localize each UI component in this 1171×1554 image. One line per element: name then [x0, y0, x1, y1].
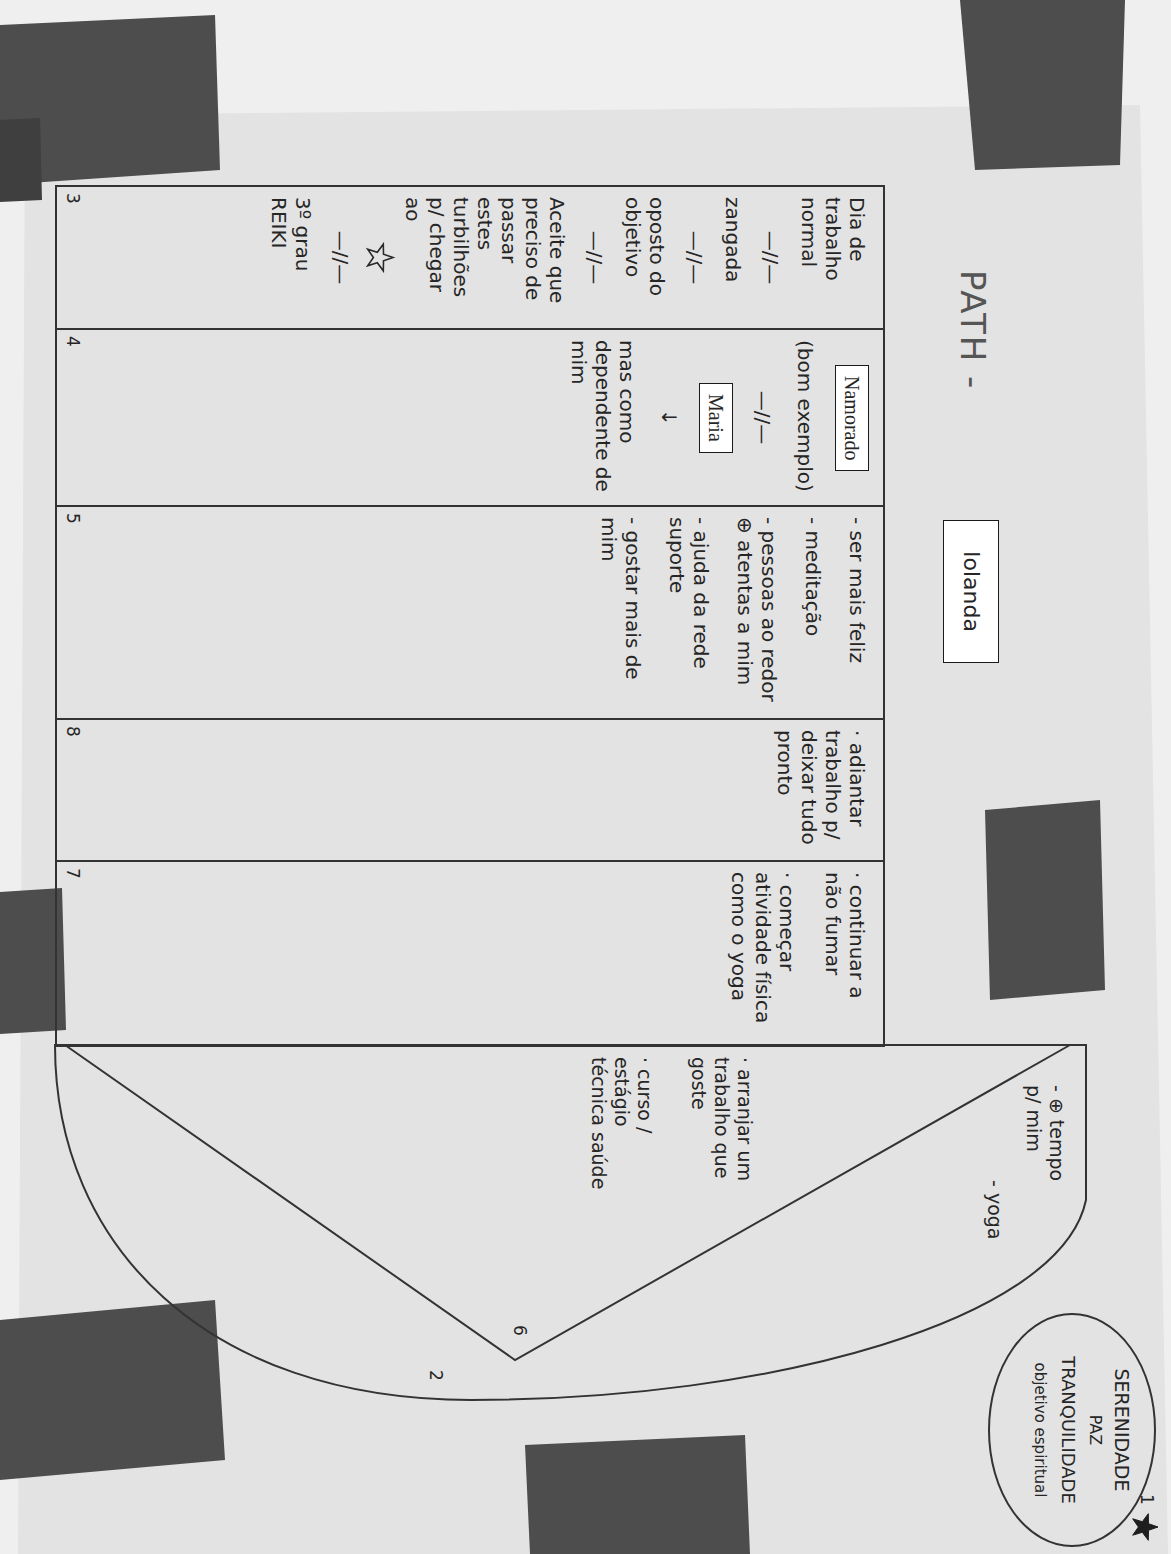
callout-number: 5: [63, 513, 83, 524]
tape: [0, 1300, 225, 1480]
star-symbol: [1133, 1514, 1158, 1541]
column-box: - ser mais feliz - meditação - pessoas ao …: [55, 505, 885, 720]
callout-number: 3: [63, 193, 83, 204]
note-text: —//—: [583, 197, 607, 318]
goal-region: - ⊕ tempo p/ mim - yoga · arranjar um trab…: [55, 1045, 1086, 1405]
goal-outline: [55, 1045, 1086, 1405]
note-text: —//—: [329, 197, 353, 318]
note-text: - gostar mais de mim: [597, 517, 645, 708]
dream-text: PAZ: [1086, 1312, 1105, 1548]
star-symbol: [368, 244, 393, 271]
column-box: Dia de trabalho normal —//— zangada —//— opo…: [55, 185, 885, 330]
tape: [525, 1435, 750, 1554]
note-text: - ajuda da rede suporte: [665, 517, 713, 708]
callout-number: 6: [510, 1325, 530, 1336]
note-text: zangada: [721, 197, 745, 318]
note-text: Aceite que preciso de passar estes turbi…: [401, 197, 569, 318]
callout-number: 7: [63, 868, 83, 879]
note-text: Dia de trabalho normal: [797, 197, 869, 318]
note-text: mas como dependente de mim: [567, 340, 639, 495]
name-label: Iolanda: [943, 520, 999, 663]
note-text: · continuar a não fumar: [821, 872, 869, 1035]
goal-outline: [55, 1045, 1086, 1400]
note-text: —//—: [751, 340, 775, 495]
dream-ellipse: SERENIDADE PAZ TRANQUILIDADE objetivo espir…: [987, 1312, 1157, 1548]
note-text: - ⊕ tempo p/ mim: [1022, 1085, 1068, 1205]
note-text: —//—: [683, 197, 707, 318]
triangle-outline: [65, 1045, 1070, 1360]
name-label: Maria: [699, 383, 733, 453]
note-text: oposto do objetivo: [621, 197, 669, 318]
tape: [0, 118, 42, 202]
note-text: - yoga: [983, 1180, 1006, 1260]
dream-text: SERENIDADE: [1110, 1312, 1133, 1548]
note-text: · arranjar um trabalho que goste: [688, 1057, 756, 1187]
callout-number: 4: [63, 336, 83, 347]
callout-number: 8: [63, 726, 83, 737]
note-text: - meditação: [801, 517, 825, 708]
note-text: —//—: [759, 197, 783, 318]
column-box: Namorado (bom exemplo) —//— Maria ↓mas como …: [55, 328, 885, 507]
column-box: · continuar a não fumar · começar ativida…: [55, 860, 885, 1047]
name-label: Namorado: [835, 365, 869, 471]
note-text: (bom exemplo): [793, 340, 817, 495]
dream-text: TRANQUILIDADE: [1057, 1312, 1079, 1548]
note-text: - pessoas ao redor ⊕ atentas a mim: [733, 517, 781, 708]
column-box: · adiantar trabalho p/ deixar tudo pront…: [55, 718, 885, 862]
callout-number: 2: [426, 1370, 446, 1381]
note-text: · começar atividade física como o yoga: [727, 872, 799, 1035]
note-text: · curso / estágio técnica saúde: [588, 1057, 656, 1197]
note-text: ↓: [657, 340, 681, 495]
note-text: · adiantar trabalho p/ deixar tudo pront…: [773, 730, 869, 850]
tape: [960, 0, 1125, 170]
note-text: 3º grau REIKI: [267, 197, 315, 318]
dream-text: objetivo espiritual: [1031, 1312, 1049, 1548]
diagram-title: PATH -: [953, 270, 993, 390]
callout-number: 1: [1137, 1494, 1157, 1505]
tape: [985, 800, 1105, 1000]
note-text: - ser mais feliz: [845, 517, 869, 708]
